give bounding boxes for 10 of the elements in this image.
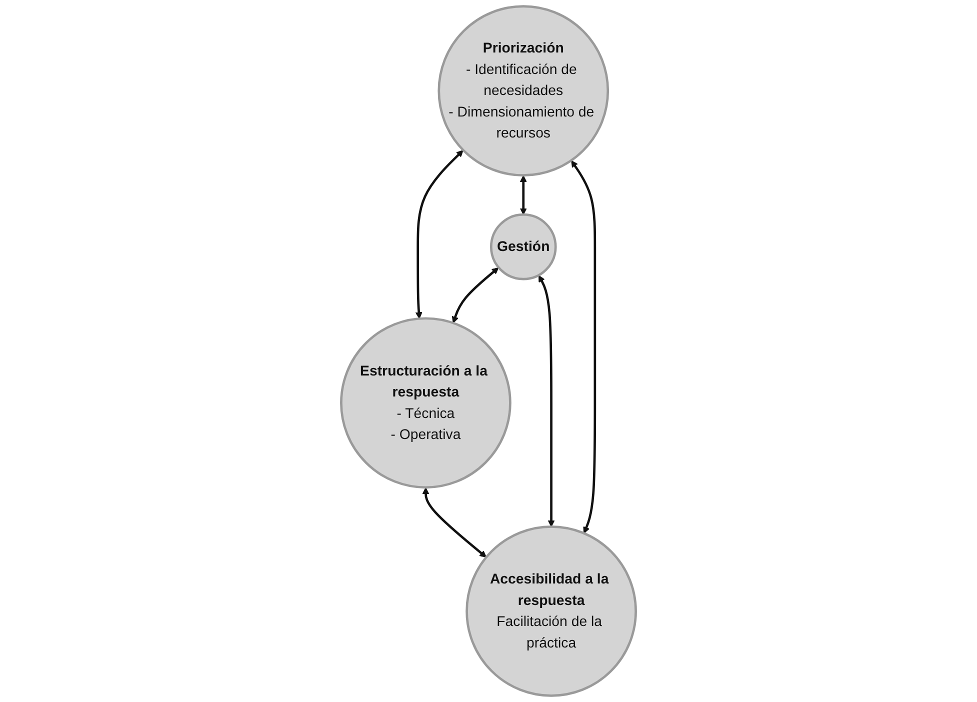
- arrow: [452, 267, 499, 324]
- arrow: [538, 275, 555, 528]
- node-circle: Accesibilidad a la respuesta Facilitación de la práctica: [466, 526, 637, 697]
- arrow: [571, 160, 596, 534]
- arrow: [520, 175, 527, 215]
- node-circle: Estructuración a la respuesta - Técnica - Operativa: [340, 317, 512, 489]
- arrow: [422, 487, 487, 558]
- node-circle: Priorización - Identificación de necesidades - Dimensionamiento de recursos: [438, 5, 610, 176]
- node-circle: Gestión: [490, 213, 557, 280]
- arrow: [415, 150, 464, 319]
